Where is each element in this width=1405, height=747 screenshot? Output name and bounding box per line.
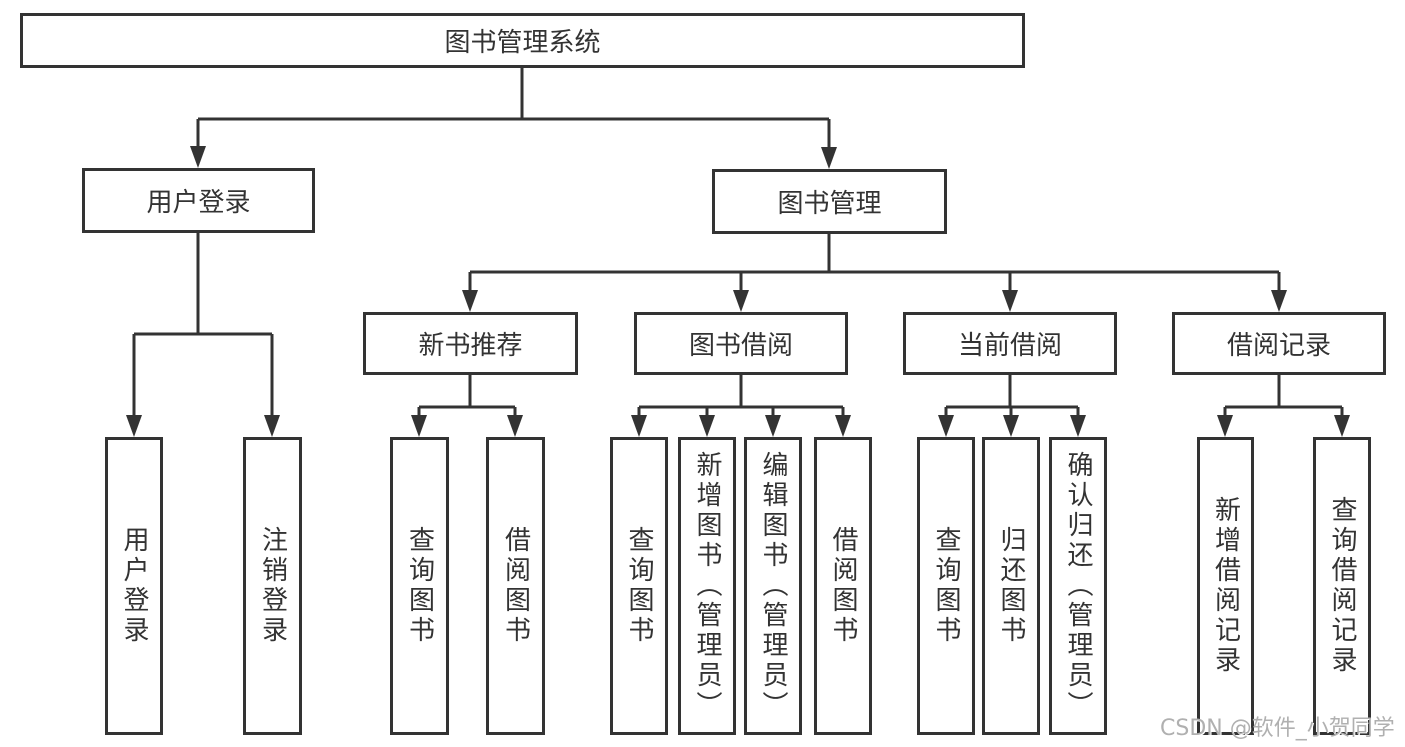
node-book-management: 图书管理: [712, 169, 947, 234]
node-book-borrowing: 图书借阅: [634, 312, 848, 375]
node-leaf-borrow-books-borrowing: 借阅图书: [814, 437, 872, 735]
node-leaf-add-books-admin: 新增图书（管理员）: [678, 437, 736, 735]
node-leaf-user-login: 用户登录: [105, 437, 163, 735]
node-leaf-query-books-current: 查询图书: [917, 437, 975, 735]
node-borrowing-records: 借阅记录: [1172, 312, 1386, 375]
node-root: 图书管理系统: [20, 13, 1025, 68]
node-user-login: 用户登录: [82, 168, 315, 233]
node-leaf-query-books-recommend: 查询图书: [390, 437, 449, 735]
node-leaf-confirm-return-admin: 确认归还（管理员）: [1049, 437, 1107, 735]
node-current-borrowing: 当前借阅: [903, 312, 1117, 375]
node-leaf-edit-books-admin: 编辑图书（管理员）: [744, 437, 802, 735]
node-leaf-return-books: 归还图书: [982, 437, 1040, 735]
node-leaf-logout: 注销登录: [243, 437, 302, 735]
csdn-watermark: CSDN @软件_小贺同学: [1160, 716, 1395, 741]
node-leaf-query-books-borrowing: 查询图书: [610, 437, 668, 735]
node-leaf-add-borrow-record: 新增借阅记录: [1197, 437, 1254, 735]
node-leaf-borrow-books-recommend: 借阅图书: [486, 437, 545, 735]
node-leaf-query-borrow-record: 查询借阅记录: [1313, 437, 1371, 735]
node-new-book-recommendation: 新书推荐: [363, 312, 578, 375]
